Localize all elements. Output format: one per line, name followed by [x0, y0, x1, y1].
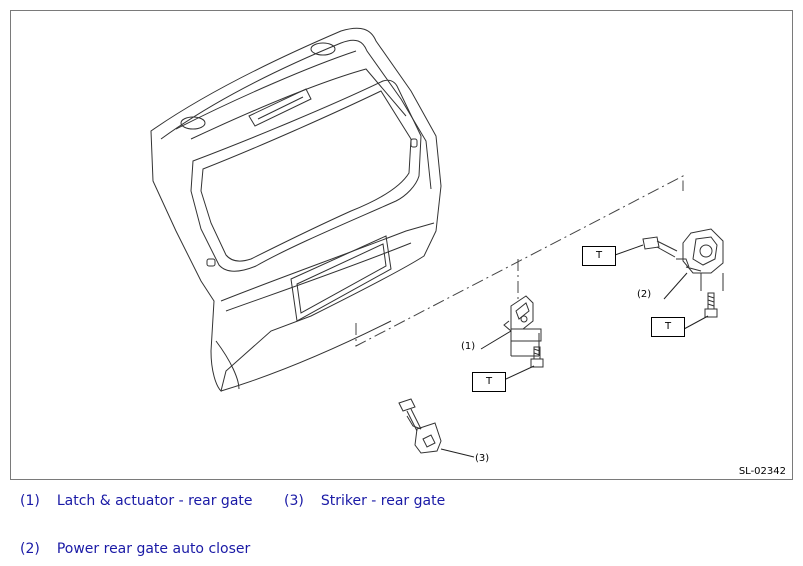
parts-diagram: (1) (2) (3) T T T SL-02342: [10, 10, 793, 480]
legend-number: (2): [20, 541, 40, 557]
legend-text: Power rear gate auto closer: [56, 541, 251, 557]
bolt-closer-side: [642, 236, 678, 258]
diagram-drawing: [150, 27, 724, 458]
bolt-latch: [530, 346, 544, 368]
rear-window-outline: [190, 79, 422, 272]
bolt-closer-bottom: [704, 292, 718, 318]
torque-mark-closer-side: T: [582, 246, 616, 266]
figure-id: SL-02342: [738, 466, 786, 477]
callout-2: (2): [637, 289, 652, 300]
latch-actuator-part: [503, 295, 542, 357]
legend-text: Striker - rear gate: [320, 493, 446, 509]
legend-item-1: (1) Latch & actuator - rear gate: [20, 493, 253, 509]
striker-part: [406, 415, 442, 454]
torque-mark-latch: T: [472, 372, 506, 392]
legend-item-2: (2) Power rear gate auto closer: [20, 541, 250, 557]
torque-mark-closer-bottom: T: [651, 317, 685, 337]
callout-3: (3): [475, 453, 490, 464]
rear-gate-outline: [150, 27, 442, 392]
legend-text: Latch & actuator - rear gate: [56, 493, 253, 509]
license-plate-recess: [290, 235, 392, 322]
bolt-striker: [398, 398, 422, 432]
legend-item-3: (3) Striker - rear gate: [284, 493, 445, 509]
callout-1: (1): [461, 341, 476, 352]
legend-number: (3): [284, 493, 304, 509]
auto-closer-part: [676, 228, 724, 291]
legend-number: (1): [20, 493, 40, 509]
